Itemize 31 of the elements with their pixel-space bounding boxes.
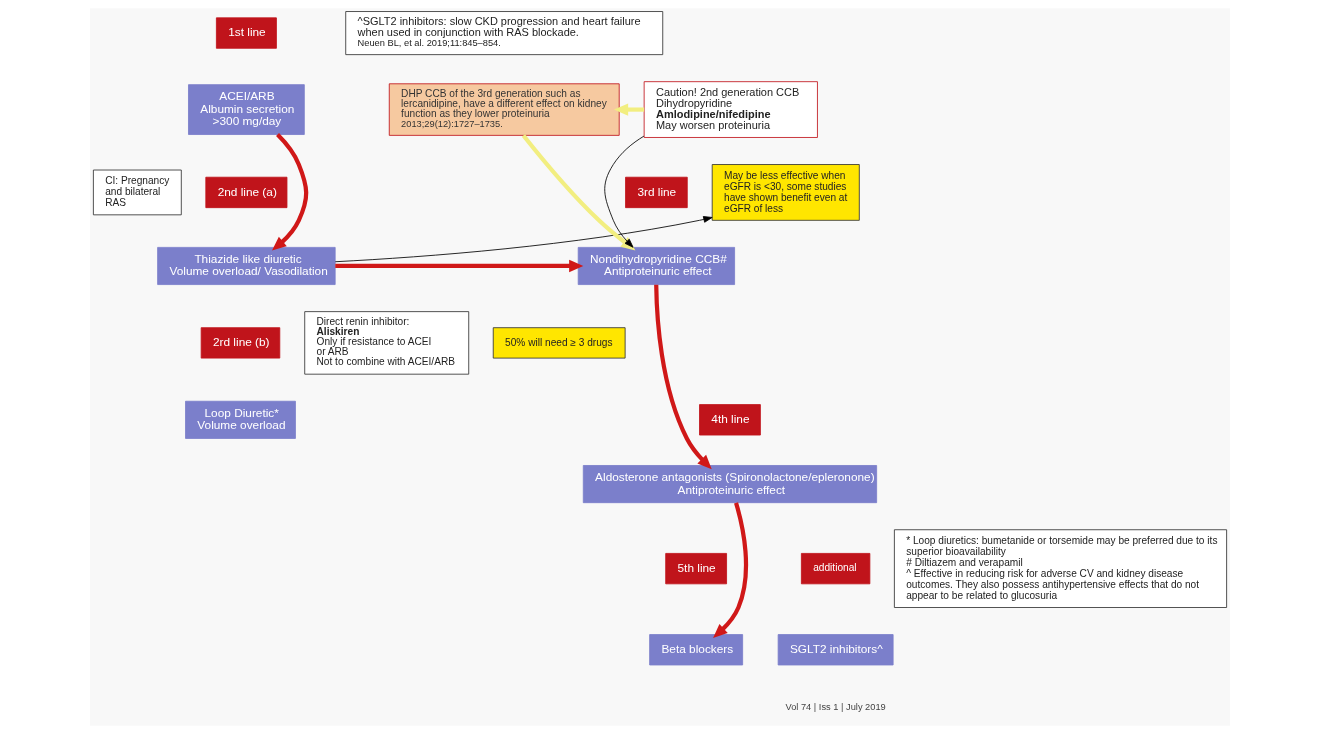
node-box: May be less effective when eGFR is <30, some studies have shown benefit even at eGFR of less <box>711 164 860 221</box>
node-box: 4th line <box>699 404 761 436</box>
node-box: 2rd line (b) <box>200 327 281 359</box>
node-box: ^SGLT2 inhibitors: slow CKD progression and heart failure when used in conjunction with RAS blockade. Neuen BL, et al. 2019;11:845–854. <box>345 11 664 56</box>
node-box: DHP CCB of the 3rd generation such as lercanidipine, have a different effect on kidney function as they lower proteinuria 2013;29(12):1727–1735. <box>388 83 620 136</box>
node-box: Beta blockers <box>649 634 744 666</box>
node-box: Aldosterone antagonists (Spironolactone/epleronone) Antiproteinuric effect <box>582 465 878 504</box>
node-box: 5th line <box>665 553 727 585</box>
node-box: additional <box>800 553 871 585</box>
node-box: 50% will need ≥ 3 drugs <box>492 327 626 359</box>
label: Vol 74 | Iss 1 | July 2019 <box>785 701 886 712</box>
node-box: Caution! 2nd generation CCB Dihydropyridine Amlodipine/nifedipine May worsen proteinuria <box>643 81 818 138</box>
node-box: 2nd line (a) <box>205 176 288 209</box>
node-box: Loop Diuretic* Volume overload <box>185 400 296 439</box>
node-box: Direct renin inhibitor: Aliskiren Only if resistance to ACEI or ARB Not to combine with ACEI/ARB <box>304 311 470 375</box>
arrow <box>272 133 309 251</box>
arrow <box>521 134 636 251</box>
node-box: 3rd line <box>625 176 688 209</box>
node-box: ACEI/ARB Albumin secretion >300 mg/day <box>188 84 305 135</box>
node-box: Nondihydropyridine CCB# Antiproteinuric effect <box>577 246 736 285</box>
node-box: SGLT2 inhibitors^ <box>777 634 894 666</box>
arrow <box>335 259 584 273</box>
arrow <box>713 502 749 638</box>
arrow <box>614 103 645 116</box>
node-box: 1st line <box>215 17 277 49</box>
arrow <box>654 284 712 470</box>
node-box: Thiazide like diuretic Volume overload/ Vasodilation <box>157 246 336 285</box>
node-box: * Loop diuretics: bumetanide or torsemide may be preferred due to its superior bioavailability # Diltiazem and verapamil ^ Effective in reducing risk for adverse CV and kidney disease outcomes. They also possess antihypertensive effects that do not appear to be related to glucosuria <box>893 529 1228 608</box>
node-box: CI: Pregnancy and bilateral RAS <box>92 169 182 216</box>
arrow <box>604 135 645 248</box>
arrow <box>334 216 713 263</box>
